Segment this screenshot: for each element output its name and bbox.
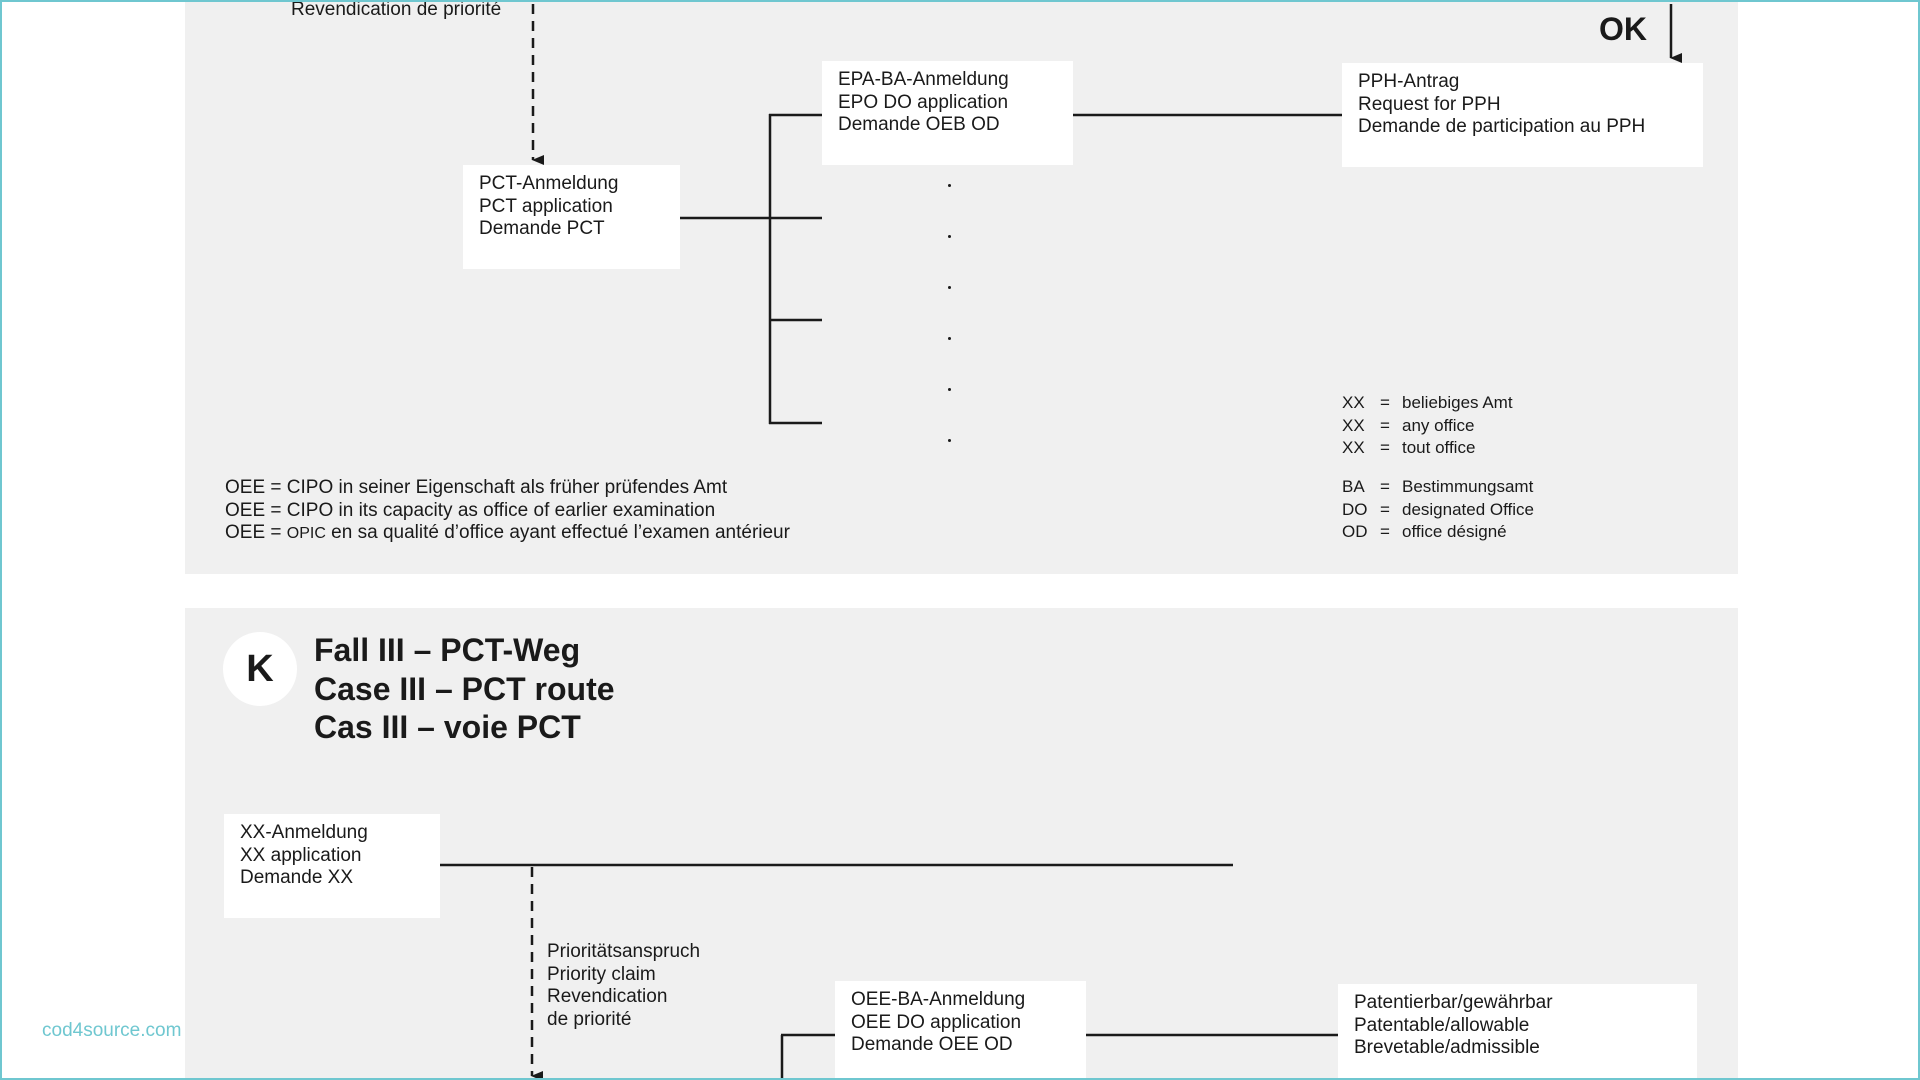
legend-row: XX = any office bbox=[1342, 415, 1513, 438]
ok-label: OK bbox=[1599, 11, 1647, 47]
case-badge: K bbox=[223, 632, 297, 706]
legend-value: any office bbox=[1402, 415, 1475, 435]
patentable-box: Patentierbar/gewährbar Patentable/allowa… bbox=[1338, 984, 1697, 1078]
case-title: Fall III – PCT-Weg Case III – PCT route … bbox=[314, 631, 615, 747]
legend-key: XX bbox=[1342, 415, 1365, 435]
priority-claim-fragment: Revendication de priorité bbox=[291, 0, 502, 20]
oee-note-line-de: OEE = CIPO in seiner Eigenschaft als frü… bbox=[225, 477, 728, 498]
legend-value: office désigné bbox=[1402, 522, 1507, 541]
oee-box-line-fr: Demande OEE OD bbox=[851, 1034, 1013, 1055]
priority-claim-line: de priorité bbox=[547, 1008, 632, 1030]
pct-application-box: PCT-Anmeldung PCT application Demande PC… bbox=[463, 165, 680, 269]
legend-value: designated Office bbox=[1402, 499, 1534, 519]
oee-do-application-box: OEE-BA-Anmeldung OEE DO application Dema… bbox=[835, 981, 1086, 1078]
pph-box-line-de: PPH-Antrag bbox=[1358, 71, 1460, 92]
legend-row: DO = designated Office bbox=[1342, 499, 1534, 522]
pph-request-box: PPH-Antrag Request for PPH Demande de pa… bbox=[1342, 63, 1703, 167]
legend-eq: = bbox=[1380, 522, 1390, 541]
priority-claim-label: Prioritätsanspruch Priority claim Revend… bbox=[547, 941, 700, 1031]
priority-claim-line: Revendication bbox=[547, 986, 668, 1007]
legend-value: beliebiges Amt bbox=[1402, 393, 1513, 412]
oee-note-opic: OPIC bbox=[286, 525, 326, 542]
oee-box-line-en: OEE DO application bbox=[851, 1011, 1022, 1033]
epa-box-line-de: EPA-BA-Anmeldung bbox=[838, 69, 1009, 90]
legend-eq: = bbox=[1380, 438, 1390, 457]
pct-box-line-en: PCT application bbox=[479, 195, 613, 217]
legend-eq: = bbox=[1380, 499, 1390, 519]
patentable-box-line-en: Patentable/allowable bbox=[1354, 1014, 1530, 1036]
legend-key: BA bbox=[1342, 477, 1365, 496]
legend-row: XX = tout office bbox=[1342, 437, 1513, 460]
ellipsis-dot bbox=[948, 337, 951, 340]
priority-claim-line: Prioritätsanspruch bbox=[547, 941, 701, 962]
oee-box-line-de: OEE-BA-Anmeldung bbox=[851, 989, 1026, 1010]
priority-claim-line: Priority claim bbox=[547, 963, 656, 985]
epa-box-line-en: EPO DO application bbox=[838, 91, 1009, 113]
xx-box-line-fr: Demande XX bbox=[240, 867, 354, 888]
legend-key: OD bbox=[1342, 522, 1368, 541]
ellipsis-dot bbox=[948, 286, 951, 289]
oee-note-line-en: OEE = CIPO in its capacity as office of … bbox=[225, 499, 716, 521]
legend-row: BA = Bestimmungsamt bbox=[1342, 476, 1534, 499]
case-title-fr: Cas III – voie PCT bbox=[314, 709, 581, 745]
legend-xx: XX = beliebiges Amt XX = any office XX =… bbox=[1342, 392, 1513, 460]
pph-box-line-fr: Demande de participation au PPH bbox=[1358, 116, 1646, 137]
legend-key: XX bbox=[1342, 393, 1365, 412]
legend-key: DO bbox=[1342, 499, 1368, 519]
oee-note-prefix: OEE = bbox=[225, 522, 287, 543]
ellipsis-dot bbox=[948, 184, 951, 187]
legend-key: XX bbox=[1342, 438, 1365, 457]
legend-eq: = bbox=[1380, 415, 1390, 435]
oee-note-rest: en sa qualité d’office ayant effectué l’… bbox=[325, 522, 790, 543]
pph-box-line-en: Request for PPH bbox=[1358, 93, 1501, 115]
patentable-box-line-fr: Brevetable/admissible bbox=[1354, 1037, 1540, 1058]
case-title-de: Fall III – PCT-Weg bbox=[314, 632, 581, 668]
legend-eq: = bbox=[1380, 477, 1390, 496]
epa-box-line-fr: Demande OEB OD bbox=[838, 114, 1000, 135]
patentable-box-line-de: Patentierbar/gewährbar bbox=[1354, 992, 1553, 1013]
legend-eq: = bbox=[1380, 393, 1390, 412]
xx-box-line-de: XX-Anmeldung bbox=[240, 822, 368, 843]
xx-box-line-en: XX application bbox=[240, 844, 362, 866]
legend-value: tout office bbox=[1402, 438, 1476, 457]
case-title-en: Case III – PCT route bbox=[314, 670, 615, 707]
legend-value: Bestimmungsamt bbox=[1402, 477, 1534, 496]
watermark: cod4source.com bbox=[42, 1020, 182, 1041]
epa-do-application-box: EPA-BA-Anmeldung EPO DO application Dema… bbox=[822, 61, 1073, 165]
oee-note-line-fr: OEE = OPIC en sa qualité d’office ayant … bbox=[225, 522, 790, 546]
legend-row: OD = office désigné bbox=[1342, 521, 1534, 544]
xx-application-box: XX-Anmeldung XX application Demande XX bbox=[224, 814, 440, 918]
ellipsis-dot bbox=[948, 439, 951, 442]
pct-box-line-de: PCT-Anmeldung bbox=[479, 173, 619, 194]
ellipsis-dot bbox=[948, 388, 951, 391]
legend-designated-office: BA = Bestimmungsamt DO = designated Offi… bbox=[1342, 476, 1534, 544]
oee-definition-note: OEE = CIPO in seiner Eigenschaft als frü… bbox=[225, 477, 790, 546]
ellipsis-dot bbox=[948, 235, 951, 238]
legend-row: XX = beliebiges Amt bbox=[1342, 392, 1513, 415]
pct-box-line-fr: Demande PCT bbox=[479, 218, 605, 239]
